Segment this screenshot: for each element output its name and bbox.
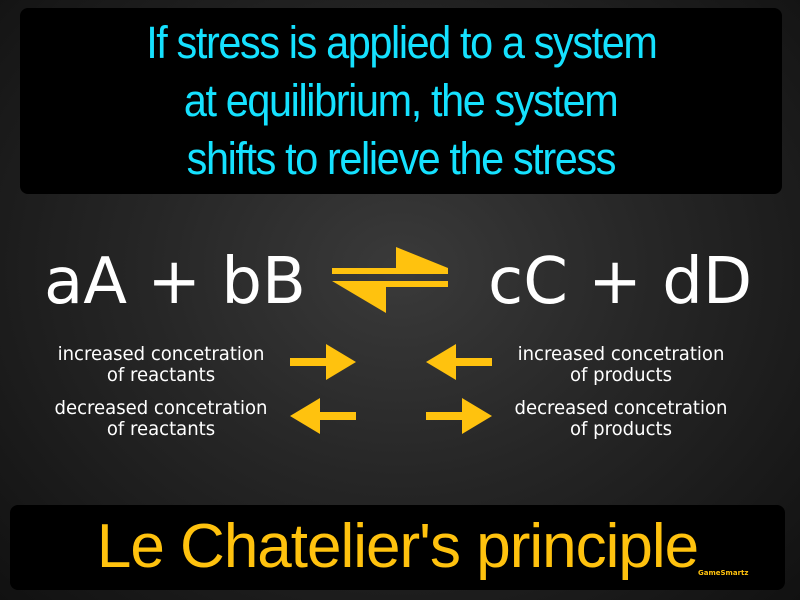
reactants-increase-label: increased concetration of reactants xyxy=(57,343,265,386)
equation-reactants: aA + bB xyxy=(44,245,306,319)
definition-panel: If stress is applied to a system at equi… xyxy=(20,8,782,194)
products-increase-label: increased concetration of products xyxy=(517,343,725,386)
definition-line-2: at equilibrium, the system xyxy=(184,75,619,126)
arrow-left-icon xyxy=(290,398,356,434)
products-decrease-label: decreased concetration of products xyxy=(514,397,728,440)
equation-products: cC + dD xyxy=(488,245,753,319)
term-title: Le Chatelier's principle xyxy=(96,512,699,581)
brand-logo: GameSmartz xyxy=(698,569,749,577)
reactants-decrease-label: decreased concetration of reactants xyxy=(54,397,268,440)
arrow-left-icon xyxy=(426,344,492,380)
term-panel: Le Chatelier's principle xyxy=(10,505,785,590)
arrow-right-icon xyxy=(290,344,356,380)
definition-line-1: If stress is applied to a system xyxy=(145,17,658,68)
definition-line-3: shifts to relieve the stress xyxy=(186,133,617,184)
equilibrium-arrows-icon xyxy=(332,247,448,313)
arrow-right-icon xyxy=(426,398,492,434)
